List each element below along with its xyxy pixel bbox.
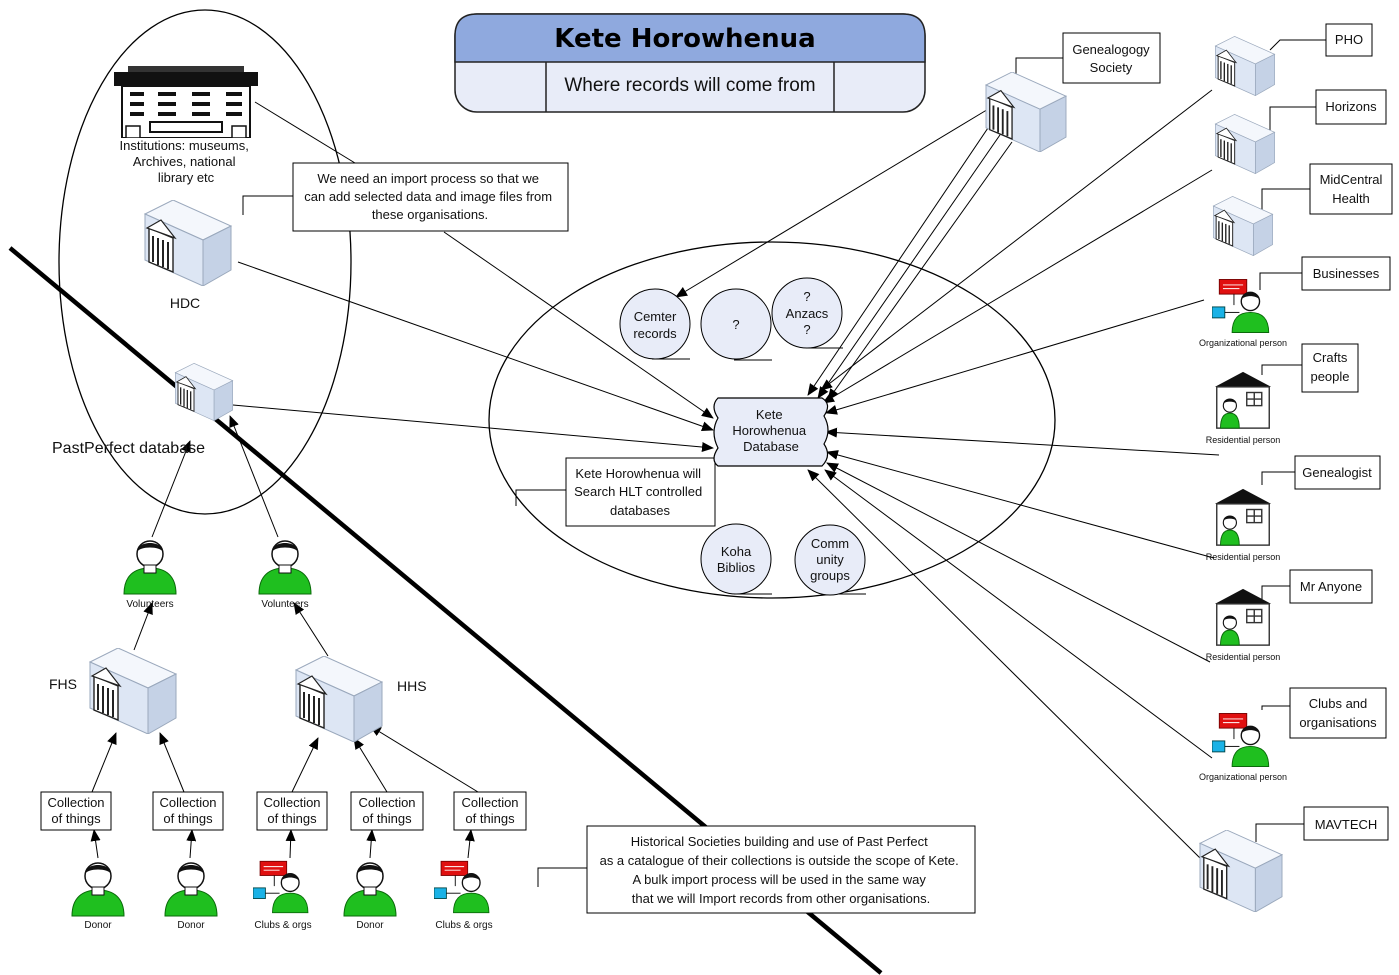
svg-text:Horizons: Horizons [1325,99,1377,114]
midcentral-server-icon [1212,196,1274,256]
svg-text:Businesses: Businesses [1313,266,1380,281]
clubs-label: Clubs & orgs [435,920,492,931]
institution-building-icon [114,66,258,138]
organizational-person-icon [1212,712,1270,768]
hhs-server-icon [295,656,383,742]
svg-text:MAVTECH: MAVTECH [1315,817,1378,832]
page-subtitle: Where records will come from [564,75,815,96]
svg-text:PHO: PHO [1335,32,1363,47]
mavtech-server-icon [1199,830,1283,912]
clubs-org-person-icon [434,860,490,914]
svg-text:Historical Societies building: Historical Societies building and use of… [600,834,963,906]
search-note: Kete Horowhenua will Search HLT controll… [565,457,716,527]
page-title: Kete Horowhenua [554,24,815,54]
horizons-server-icon [1214,114,1276,174]
svg-text:Kete Horowhenua Da: Kete Horowhenua Database [732,407,809,454]
donor-label: Donor [84,920,112,931]
mavtech-box: MAVTECH [1303,806,1389,841]
residential-house-icon [1214,371,1272,429]
svg-text:Kete Horowhenua will Sea: Kete Horowhenua will Search HLT controll… [574,466,706,518]
residential-person-label: Residential person [1206,652,1281,662]
organizational-person-label: Organizational person [1199,338,1287,348]
volunteers-label-2: Volunteers [261,599,308,610]
volunteer-person-icon [123,540,177,595]
svg-text:Genealogist: Genealogist [1302,465,1372,480]
volunteer-person-icon [258,540,312,595]
anzacs-circle: ?Anzacs? [771,277,843,349]
donor-label: Donor [356,920,384,931]
organizational-person-label: Organizational person [1199,772,1287,782]
pastperfect-label: PastPerfect database [52,440,205,457]
kete-database: Kete Horowhenua Database [713,397,829,467]
donor-person-icon [164,862,218,917]
pho-server-icon [1214,36,1276,96]
mr-anyone-box: Mr Anyone [1289,569,1373,604]
genealogy-society-server-icon [985,72,1067,152]
donor-person-icon [343,862,397,917]
fhs-label: FHS [49,676,77,692]
svg-text:?: ? [732,317,739,332]
fhs-server-icon [89,648,177,734]
residential-person-label: Residential person [1206,552,1281,562]
hdc-server-icon [144,200,232,286]
arrow-lines [90,89,1220,861]
volunteers-label-1: Volunteers [126,599,173,610]
donor-label: Donor [177,920,205,931]
title-box: Kete Horowhenua Where records will come … [454,13,926,113]
clubs-org-person-icon [253,860,309,914]
center-ellipse [488,241,1056,599]
businesses-box: Businesses [1301,256,1391,291]
institutions-label: Institutions: museums, Archives, nationa… [120,138,253,185]
horizons-box: Horizons [1315,89,1387,125]
residential-person-label: Residential person [1206,435,1281,445]
svg-text:Mr Anyone: Mr Anyone [1300,579,1362,594]
clubs-label: Clubs & orgs [254,920,311,931]
hhs-label: HHS [397,678,427,694]
svg-text:We need an import process so t: We need an import process so that we can… [304,171,556,222]
svg-text:?Anzacs?: ?Anzacs? [786,289,829,337]
residential-house-icon [1214,588,1272,646]
donor-person-icon [71,862,125,917]
historical-societies-note: Historical Societies building and use of… [586,825,976,914]
left-group-ellipse [58,9,352,515]
genealogist-box: Genealogist [1294,455,1381,490]
pho-box: PHO [1325,23,1373,57]
import-process-note: We need an import process so that we can… [292,162,569,232]
hdc-label: HDC [170,295,200,311]
unknown-circle: ? [700,288,772,360]
residential-house-icon [1214,488,1272,546]
pastperfect-server-icon [174,362,234,422]
